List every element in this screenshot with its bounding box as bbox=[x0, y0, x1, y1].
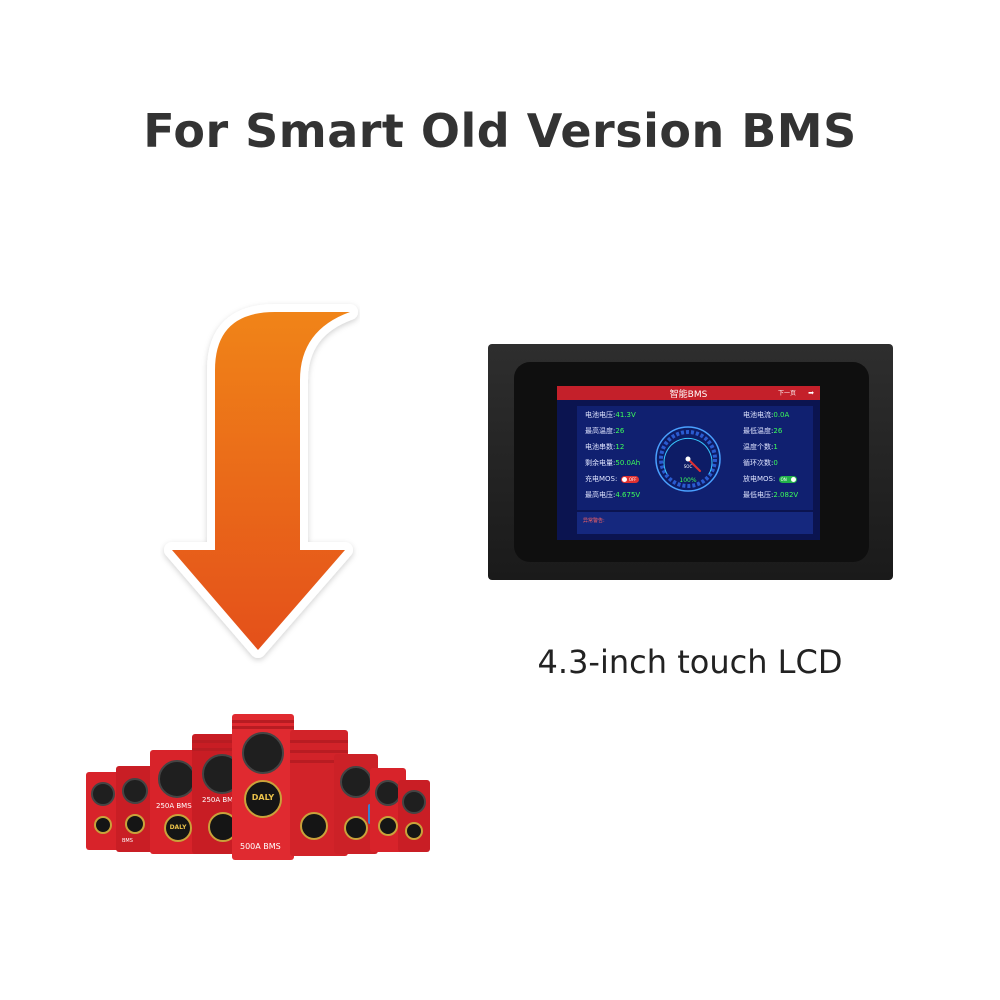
lcd-screen: 智能BMS 下一页 ➡ 电池电压:41.3V 最高温度:26 电池串数:12 剩… bbox=[557, 386, 820, 540]
discharge-mos-toggle[interactable]: ON bbox=[778, 475, 797, 483]
daly-logo-icon bbox=[300, 812, 328, 840]
daly-logo-icon bbox=[378, 816, 398, 836]
bms-unit bbox=[86, 772, 120, 850]
alarm-label: 异常警告: bbox=[583, 518, 605, 524]
daly-logo-icon bbox=[344, 816, 368, 840]
down-arrow-icon bbox=[164, 304, 358, 658]
row-remaining-capacity: 剩余电量:50.0Ah bbox=[585, 459, 641, 467]
fan-icon bbox=[242, 732, 284, 774]
page-headline: For Smart Old Version BMS bbox=[143, 104, 857, 158]
row-discharge-mos: 放电MOS: ON bbox=[743, 474, 797, 484]
daly-logo-icon: DALY bbox=[244, 780, 282, 818]
gauge-value: 100% bbox=[679, 477, 696, 484]
row-cycle-count: 循环次数:0 bbox=[743, 459, 778, 467]
next-page-arrow-icon[interactable]: ➡ bbox=[808, 389, 814, 397]
soc-gauge: SOC 100% bbox=[655, 426, 721, 492]
screen-header bbox=[557, 386, 820, 400]
row-battery-current: 电池电流:0.0A bbox=[743, 411, 790, 419]
bms-unit: BMS bbox=[116, 766, 154, 852]
row-charge-mos: 充电MOS: OFF bbox=[585, 475, 639, 483]
fan-icon bbox=[91, 782, 115, 806]
daly-logo-icon bbox=[125, 814, 145, 834]
next-page-button[interactable]: 下一页 bbox=[777, 390, 796, 397]
screen-title: 智能BMS bbox=[669, 390, 708, 400]
fan-icon bbox=[340, 766, 372, 798]
fan-icon bbox=[375, 780, 401, 806]
row-temp-sensor-count: 温度个数:1 bbox=[743, 443, 778, 451]
fan-icon bbox=[122, 778, 148, 804]
daly-logo-icon bbox=[94, 816, 112, 834]
bms-product-group: BMS 250A BMS DALY 250A BMS DALY 500A BMS bbox=[86, 700, 436, 860]
device-caption: 4.3-inch touch LCD bbox=[537, 643, 843, 681]
screen-data-panel: 电池电压:41.3V 最高温度:26 电池串数:12 剩余电量:50.0Ah 充… bbox=[577, 406, 813, 510]
row-max-temp: 最高温度:26 bbox=[585, 427, 625, 435]
fan-icon bbox=[402, 790, 426, 814]
fan-icon bbox=[158, 760, 196, 798]
bms-unit bbox=[398, 780, 430, 852]
row-min-voltage: 最低电压:2.082V bbox=[743, 491, 799, 499]
row-min-temp: 最低温度:26 bbox=[743, 427, 783, 435]
row-battery-voltage: 电池电压:41.3V bbox=[585, 411, 636, 419]
gauge-needle bbox=[687, 458, 701, 472]
alarm-panel: 异常警告: bbox=[577, 512, 813, 534]
row-max-voltage: 最高电压:4.675V bbox=[585, 491, 641, 499]
charge-mos-toggle[interactable]: OFF bbox=[620, 475, 639, 483]
row-cell-count: 电池串数:12 bbox=[585, 443, 625, 451]
daly-logo-icon: DALY bbox=[164, 814, 192, 842]
gauge-label: SOC bbox=[684, 464, 693, 469]
daly-logo-icon bbox=[405, 822, 423, 840]
bms-unit-500a: DALY 500A BMS bbox=[232, 714, 294, 860]
